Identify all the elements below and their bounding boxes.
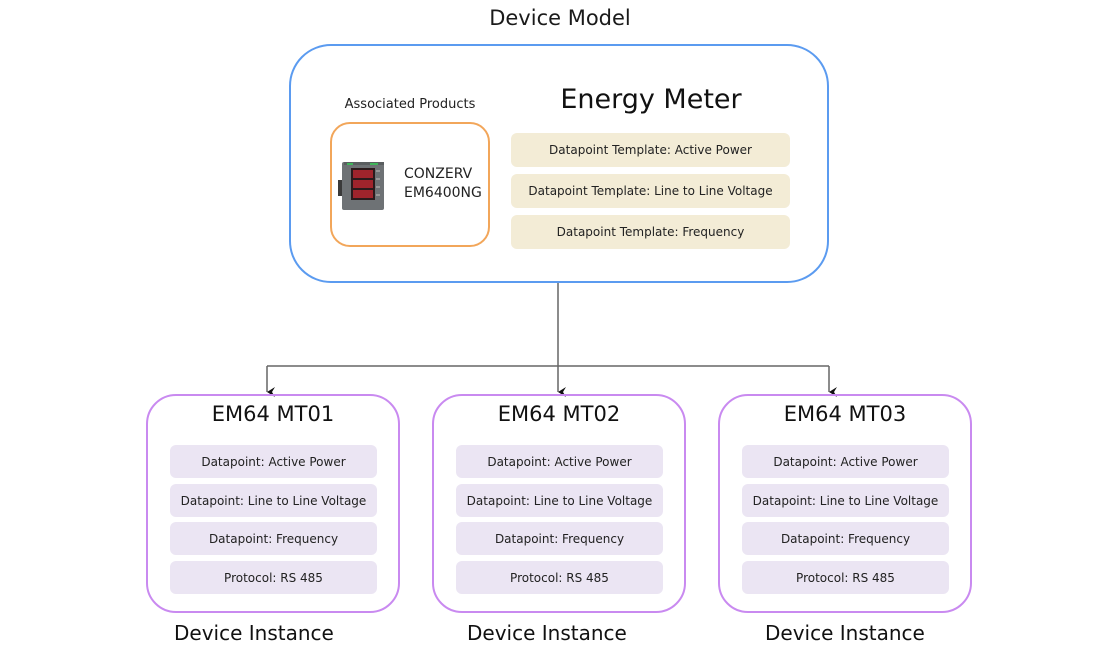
instance-datapoint: Datapoint: Active Power xyxy=(456,445,663,478)
device-model-name: Energy Meter xyxy=(560,84,742,115)
device-instance-caption: Device Instance xyxy=(765,621,925,645)
instance-protocol: Protocol: RS 485 xyxy=(456,561,663,594)
device-instance-title: EM64 MT02 xyxy=(497,402,621,426)
product-name: CONZERV EM6400NG xyxy=(404,165,482,203)
product-model: EM6400NG xyxy=(404,185,482,201)
device-model-box xyxy=(289,44,829,283)
instance-protocol: Protocol: RS 485 xyxy=(742,561,949,594)
instance-datapoint: Datapoint: Line to Line Voltage xyxy=(456,484,663,517)
datapoint-template: Datapoint Template: Line to Line Voltage xyxy=(511,174,790,208)
instance-protocol: Protocol: RS 485 xyxy=(170,561,377,594)
device-instance-title: EM64 MT03 xyxy=(783,402,907,426)
associated-products-label: Associated Products xyxy=(344,97,476,112)
instance-datapoint: Datapoint: Line to Line Voltage xyxy=(742,484,949,517)
power-meter-device-icon xyxy=(336,158,388,214)
device-instance-caption: Device Instance xyxy=(174,621,334,645)
device-instance-box xyxy=(432,394,686,613)
device-model-title: Device Model xyxy=(489,6,631,30)
device-instance-box xyxy=(146,394,400,613)
device-instance-caption: Device Instance xyxy=(467,621,627,645)
datapoint-template: Datapoint Template: Active Power xyxy=(511,133,790,167)
associated-product-card xyxy=(330,122,490,247)
instance-datapoint: Datapoint: Active Power xyxy=(742,445,949,478)
instance-datapoint: Datapoint: Frequency xyxy=(170,522,377,555)
device-instance-box xyxy=(718,394,972,613)
datapoint-template: Datapoint Template: Frequency xyxy=(511,215,790,249)
instance-datapoint: Datapoint: Frequency xyxy=(456,522,663,555)
product-brand: CONZERV xyxy=(404,166,473,182)
instance-datapoint: Datapoint: Line to Line Voltage xyxy=(170,484,377,517)
instance-datapoint: Datapoint: Frequency xyxy=(742,522,949,555)
device-instance-title: EM64 MT01 xyxy=(211,402,335,426)
instance-datapoint: Datapoint: Active Power xyxy=(170,445,377,478)
